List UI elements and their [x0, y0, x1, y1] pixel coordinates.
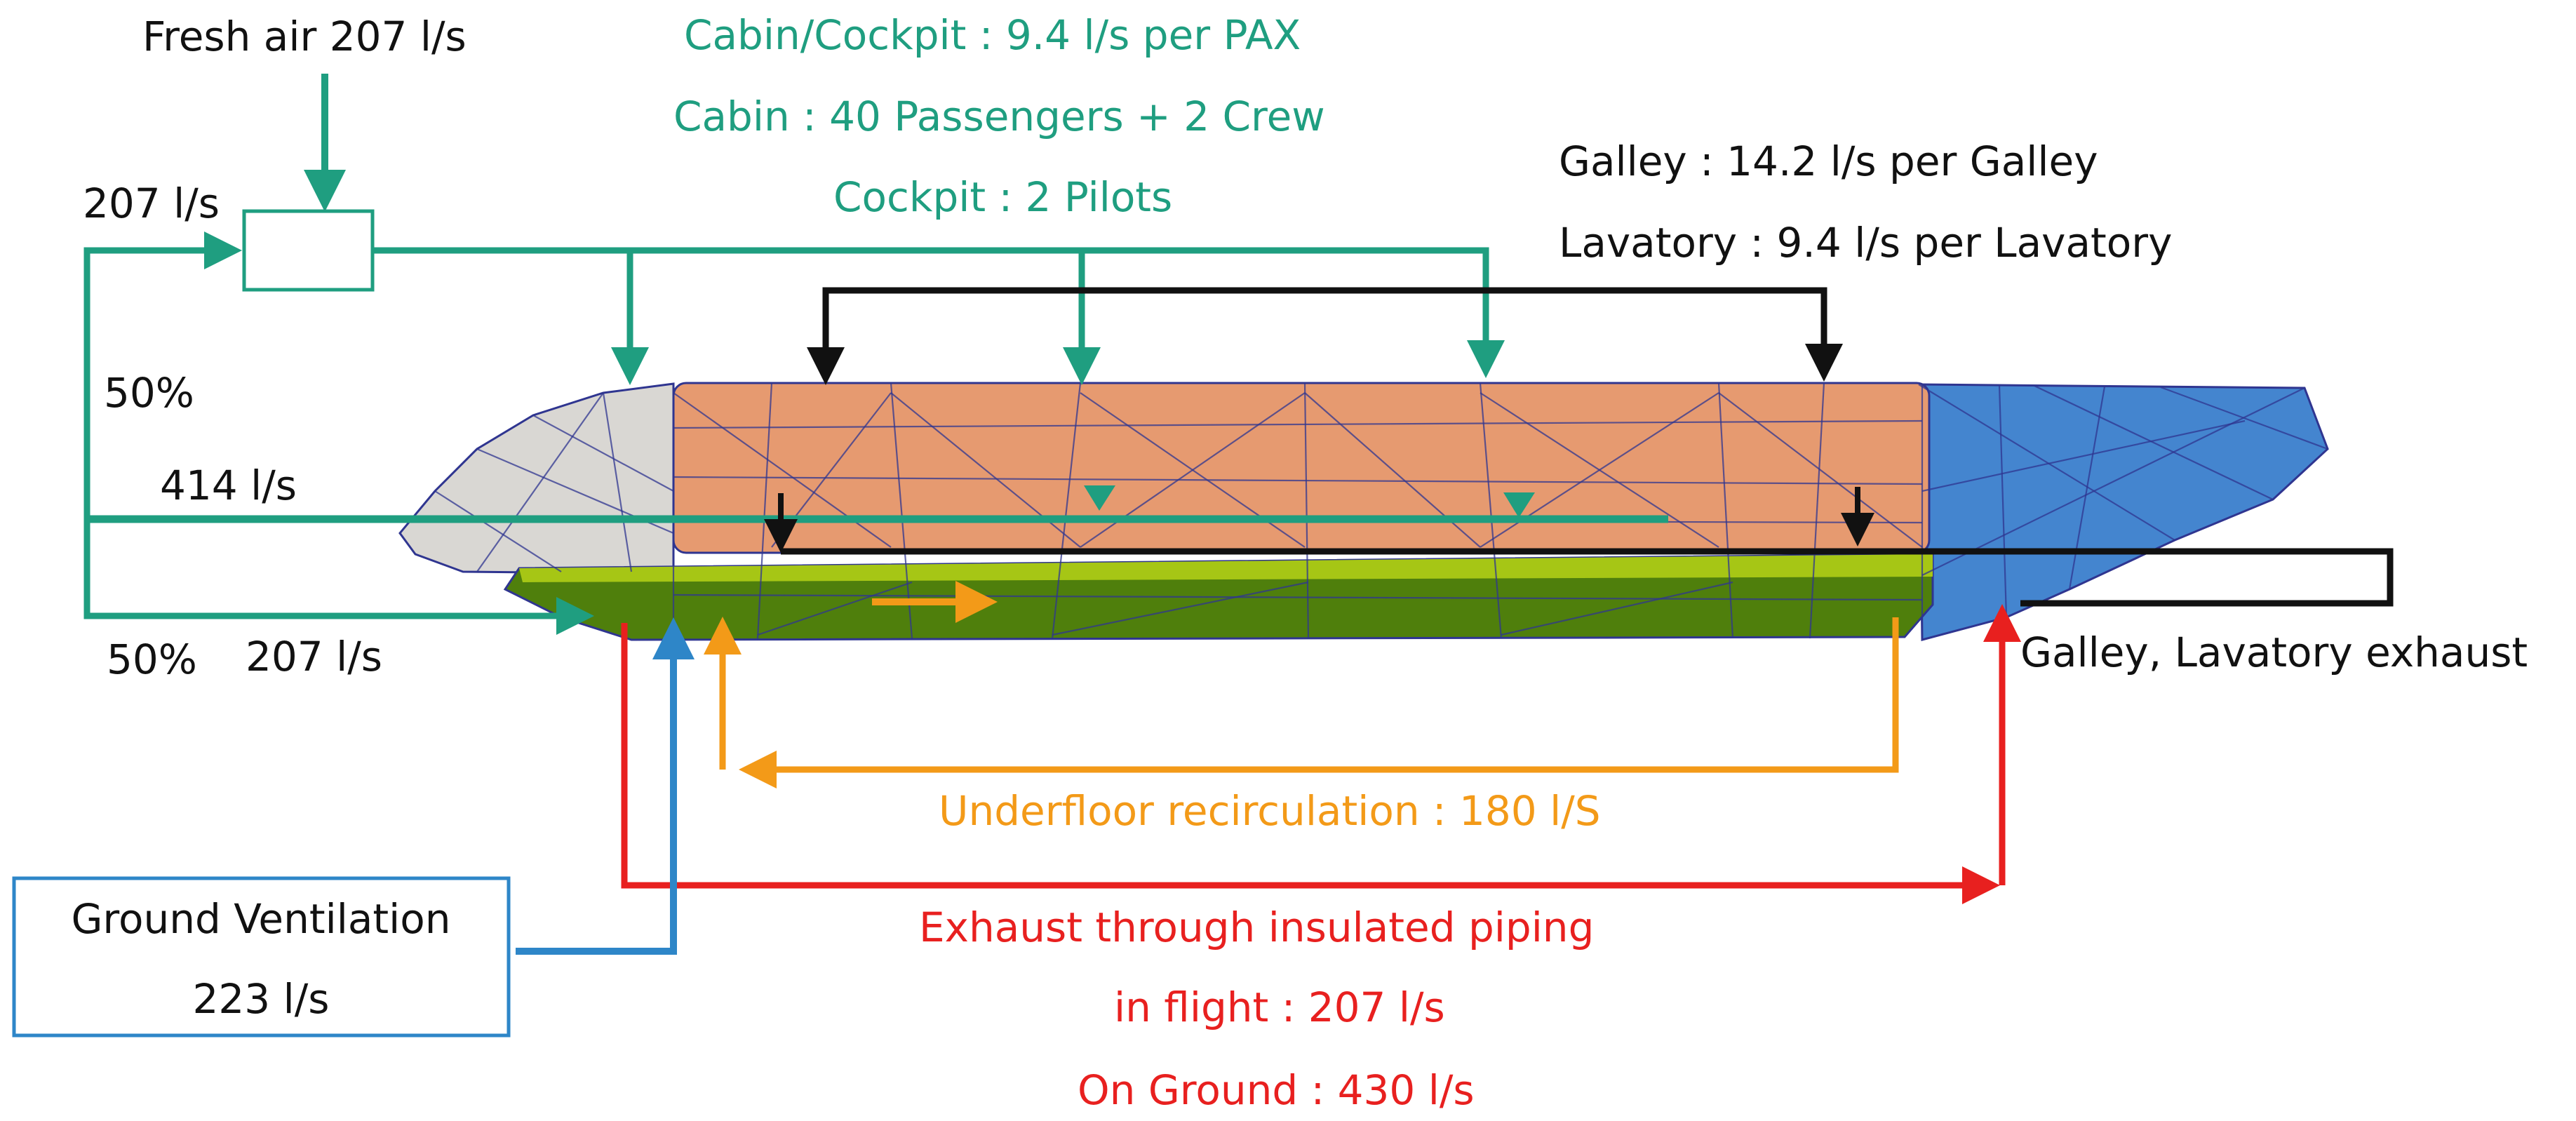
fresh-air-label: Fresh air 207 l/s: [142, 13, 467, 60]
cockpit-occupancy-label: Cockpit : 2 Pilots: [833, 173, 1172, 221]
ground-ventilation-label: Ground Ventilation: [71, 895, 450, 943]
split-bottom-label: 50%: [107, 636, 197, 683]
exhaust-line3-label: On Ground : 430 l/s: [1078, 1066, 1475, 1114]
exhaust-line2-label: in flight : 207 l/s: [1114, 984, 1445, 1031]
exhaust-system: [621, 604, 2021, 904]
galley-rate-label: Galley : 14.2 l/s per Galley: [1559, 137, 2098, 185]
galley-exhaust-duct: [781, 548, 2394, 607]
recirculation-loop-top: [83, 231, 242, 519]
split-top-label: 50%: [104, 369, 194, 417]
mixer-unit: [242, 209, 375, 292]
exhaust-line1-label: Exhaust through insulated piping: [919, 904, 1594, 951]
underfloor-recirculation-system: [704, 581, 1899, 788]
recirculation-duct: [739, 617, 1899, 788]
galley-lavatory-exhaust-label: Galley, Lavatory exhaust: [2020, 629, 2528, 676]
total-flow-label: 414 l/s: [160, 462, 297, 509]
exhaust-duct: [621, 623, 2000, 904]
galley-supply-duct: [822, 287, 1843, 382]
return-grille-1: [1084, 485, 1115, 511]
return-grille-2: [1503, 492, 1535, 518]
underfloor-top-band: [519, 554, 1933, 582]
cabin-supply-duct: [373, 247, 1505, 378]
mix-in-flow-label: 207 l/s: [83, 180, 220, 227]
ground-ventilation-duct: [516, 617, 695, 955]
fresh-air-system: [83, 74, 1668, 635]
underfloor-recirculation-label: Underfloor recirculation : 180 l/S: [939, 787, 1601, 835]
ground-ventilation-system: [12, 617, 695, 1038]
lavatory-rate-label: Lavatory : 9.4 l/s per Lavatory: [1559, 219, 2172, 267]
recirculation-loop-bottom: [83, 519, 594, 635]
underfloor-flow-label: 207 l/s: [246, 633, 382, 680]
cabin-occupancy-label: Cabin : 40 Passengers + 2 Crew: [673, 93, 1325, 140]
ground-ventilation-flow-label: 223 l/s: [192, 975, 329, 1023]
galley-lavatory-system: [764, 287, 2394, 607]
ground-ventilation-box: [12, 876, 511, 1038]
cabin-cockpit-rate-label: Cabin/Cockpit : 9.4 l/s per PAX: [684, 11, 1301, 59]
nose-section: [398, 382, 675, 575]
